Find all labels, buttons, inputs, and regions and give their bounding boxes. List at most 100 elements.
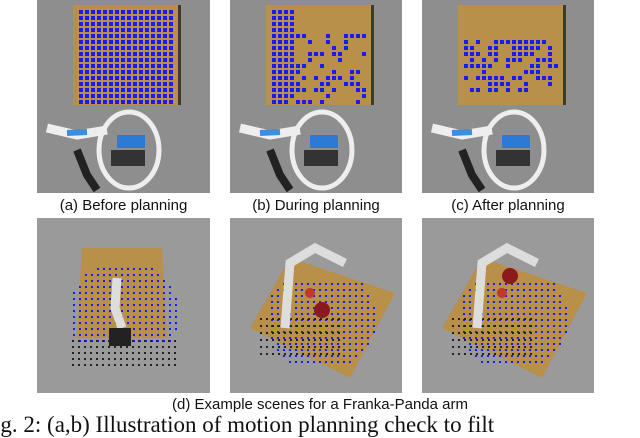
target-point bbox=[326, 40, 330, 44]
ground-point bbox=[512, 325, 514, 327]
ground-point bbox=[518, 318, 520, 320]
target-point bbox=[355, 301, 357, 303]
image-before-planning bbox=[37, 0, 210, 193]
target-point bbox=[139, 28, 143, 32]
target-point bbox=[91, 334, 93, 336]
target-point bbox=[145, 316, 147, 318]
target-point bbox=[284, 52, 288, 56]
target-point bbox=[511, 343, 513, 345]
target-point bbox=[301, 337, 303, 339]
target-point bbox=[529, 343, 531, 345]
ground-point bbox=[506, 346, 508, 348]
target-point bbox=[362, 94, 366, 98]
target-point bbox=[133, 100, 137, 104]
target-point bbox=[103, 64, 107, 68]
target-point bbox=[272, 22, 276, 26]
target-point bbox=[487, 283, 489, 285]
target-point bbox=[349, 361, 351, 363]
ground-point bbox=[458, 353, 460, 355]
target-point bbox=[115, 58, 119, 62]
target-point bbox=[169, 310, 171, 312]
target-point bbox=[337, 313, 339, 315]
target-point bbox=[91, 58, 95, 62]
target-point bbox=[127, 22, 131, 26]
target-point bbox=[302, 76, 306, 80]
ground-point bbox=[338, 346, 340, 348]
target-point bbox=[296, 34, 300, 38]
target-point bbox=[559, 331, 561, 333]
ground-point bbox=[102, 352, 104, 354]
target-point bbox=[85, 22, 89, 26]
target-point bbox=[151, 268, 153, 270]
target-point bbox=[296, 100, 300, 104]
target-point bbox=[133, 274, 135, 276]
target-point bbox=[565, 313, 567, 315]
target-point bbox=[127, 34, 131, 38]
target-point bbox=[517, 289, 519, 291]
target-point bbox=[121, 82, 125, 86]
target-point bbox=[337, 295, 339, 297]
target-point bbox=[139, 76, 143, 80]
target-point bbox=[139, 88, 143, 92]
target-point bbox=[157, 28, 161, 32]
target-point bbox=[307, 283, 309, 285]
ground-point bbox=[452, 332, 454, 334]
ground-point bbox=[470, 346, 472, 348]
ground-point bbox=[482, 325, 484, 327]
target-point bbox=[163, 10, 167, 14]
target-point bbox=[559, 325, 561, 327]
target-point bbox=[325, 301, 327, 303]
target-point bbox=[559, 295, 561, 297]
ground-point bbox=[174, 364, 176, 366]
target-point bbox=[547, 349, 549, 351]
ground-point bbox=[120, 352, 122, 354]
ground-point bbox=[512, 332, 514, 334]
target-point bbox=[307, 301, 309, 303]
target-point bbox=[133, 328, 135, 330]
target-point bbox=[517, 343, 519, 345]
ground-point bbox=[72, 340, 74, 342]
target-point bbox=[553, 325, 555, 327]
target-point bbox=[319, 349, 321, 351]
target-point bbox=[488, 52, 492, 56]
target-point bbox=[145, 76, 149, 80]
target-point bbox=[85, 322, 87, 324]
target-point bbox=[127, 10, 131, 14]
ground-point bbox=[326, 318, 328, 320]
target-point bbox=[91, 28, 95, 32]
target-point bbox=[115, 28, 119, 32]
target-point bbox=[115, 46, 119, 50]
target-point bbox=[157, 58, 161, 62]
target-point bbox=[272, 70, 276, 74]
ground-point bbox=[96, 364, 98, 366]
target-point bbox=[481, 349, 483, 351]
target-point bbox=[157, 46, 161, 50]
ground-point bbox=[284, 332, 286, 334]
target-point bbox=[163, 316, 165, 318]
target-point bbox=[139, 70, 143, 74]
target-point bbox=[121, 70, 125, 74]
target-point bbox=[523, 337, 525, 339]
target-point bbox=[79, 58, 83, 62]
target-point bbox=[350, 82, 354, 86]
target-point bbox=[536, 58, 540, 62]
ground-point bbox=[488, 318, 490, 320]
target-point bbox=[272, 40, 276, 44]
target-point bbox=[349, 301, 351, 303]
target-point bbox=[337, 349, 339, 351]
target-point bbox=[331, 337, 333, 339]
target-point bbox=[367, 295, 369, 297]
target-point bbox=[163, 88, 167, 92]
ground-point bbox=[132, 352, 134, 354]
target-point bbox=[103, 292, 105, 294]
target-point bbox=[278, 94, 282, 98]
ground-point bbox=[308, 332, 310, 334]
target-point bbox=[115, 16, 119, 20]
target-point bbox=[85, 64, 89, 68]
ground-point bbox=[302, 325, 304, 327]
target-point bbox=[535, 349, 537, 351]
target-point bbox=[290, 22, 294, 26]
target-point bbox=[127, 280, 129, 282]
ground-point bbox=[284, 353, 286, 355]
target-point bbox=[97, 46, 101, 50]
